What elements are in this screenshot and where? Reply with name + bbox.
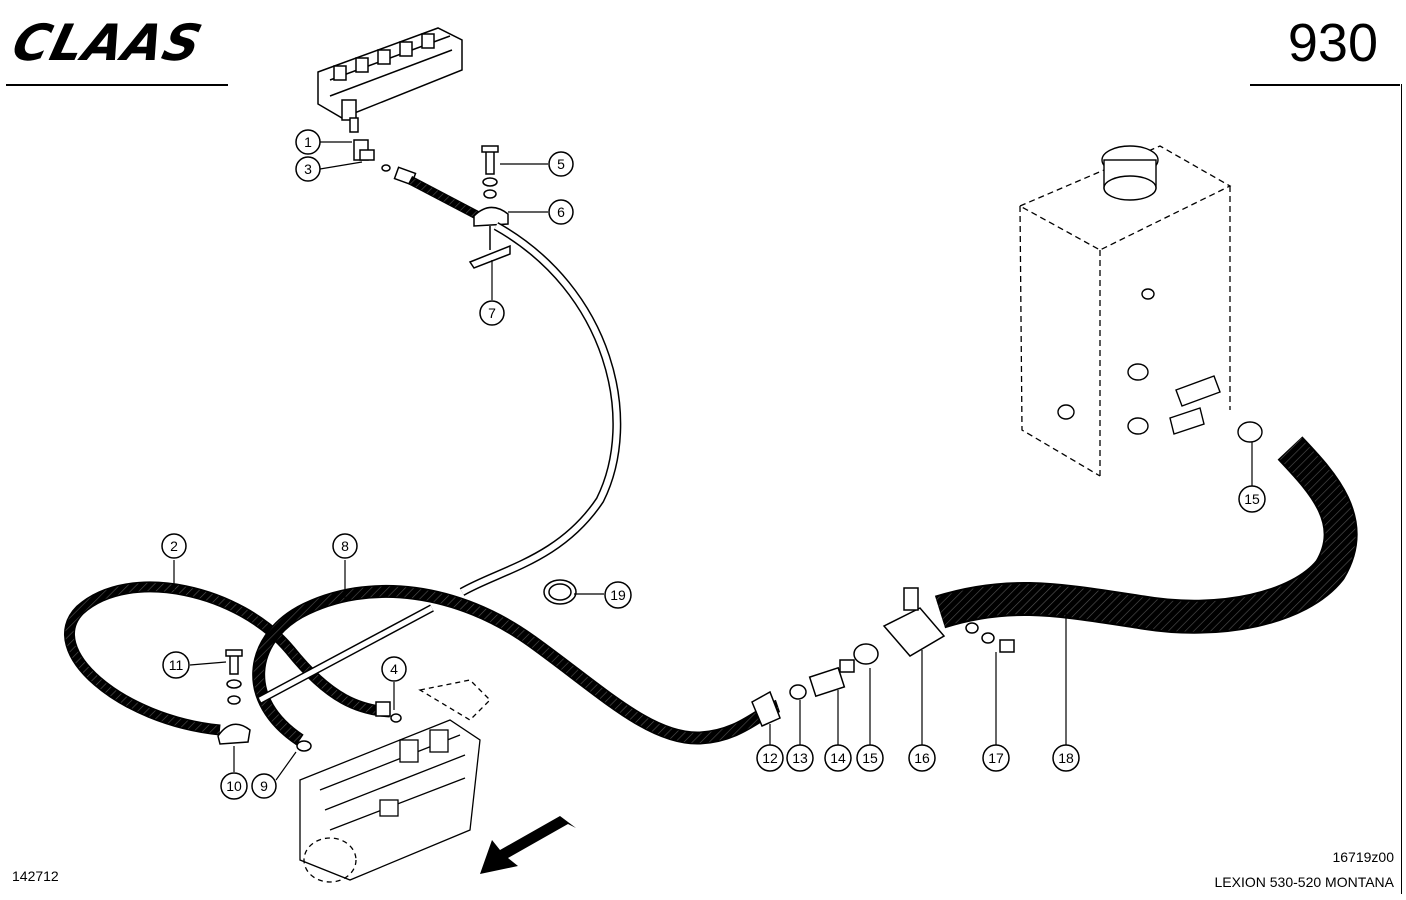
hose-8-lower (252, 585, 781, 746)
header-rule-right (1250, 84, 1400, 86)
callout-17: 17 (982, 744, 1010, 772)
callout-10: 10 (220, 772, 248, 800)
hose-clamp-19 (543, 579, 577, 605)
fittings-row (751, 587, 1015, 727)
tank-details (1057, 145, 1263, 443)
callout-18: 18 (1052, 744, 1080, 772)
svg-text:9: 9 (260, 778, 268, 794)
svg-text:14: 14 (830, 750, 846, 766)
callout-1: 1 (295, 129, 321, 155)
svg-text:13: 13 (792, 750, 808, 766)
callout-14: 14 (824, 744, 852, 772)
control-valve-block-top (317, 27, 463, 133)
svg-text:6: 6 (557, 204, 565, 220)
header-rule-left (6, 84, 228, 86)
callout-4: 4 (381, 656, 407, 682)
control-valve-block-lower (299, 679, 491, 883)
svg-text:11: 11 (169, 657, 184, 673)
callout-19: 19 (604, 581, 632, 609)
svg-text:15: 15 (1244, 491, 1260, 507)
callout-13: 13 (786, 744, 814, 772)
clamp-assembly-upper (468, 145, 511, 269)
callout-8: 8 (332, 533, 358, 559)
direction-arrow (480, 816, 576, 874)
svg-text:18: 18 (1058, 750, 1074, 766)
drawing-reference: 16719z00 (1332, 849, 1394, 865)
callout-2: 2 (161, 533, 187, 559)
svg-text:7: 7 (488, 305, 496, 321)
svg-text:3: 3 (304, 161, 312, 177)
suction-hose-18 (934, 436, 1358, 634)
svg-text:12: 12 (762, 750, 778, 766)
page-number: 930 (1287, 13, 1378, 73)
svg-text:19: 19 (610, 587, 626, 603)
svg-text:8: 8 (341, 538, 349, 554)
callout-9: 9 (251, 773, 277, 799)
image-code: 142712 (12, 868, 59, 884)
leader-lines (173, 141, 1253, 781)
pipe-crossing (258, 604, 434, 704)
svg-text:17: 17 (988, 750, 1004, 766)
callout-6: 6 (548, 199, 574, 225)
frame-right-border (1401, 84, 1402, 894)
callout-11: 11 (162, 651, 190, 679)
svg-text:2: 2 (170, 538, 178, 554)
callout-15-lower: 15 (856, 744, 884, 772)
svg-text:4: 4 (390, 661, 398, 677)
callout-12: 12 (756, 744, 784, 772)
clamp-assembly-lower (217, 649, 251, 745)
svg-text:16: 16 (914, 750, 930, 766)
callout-16: 16 (908, 744, 936, 772)
svg-text:1: 1 (304, 134, 312, 150)
machine-model: LEXION 530-520 MONTANA (1214, 874, 1394, 890)
fitting-parts-top (353, 139, 417, 186)
svg-text:15: 15 (862, 750, 878, 766)
callout-15-upper: 15 (1238, 485, 1266, 513)
hose-long-8 (459, 222, 622, 596)
o-rings (296, 701, 402, 752)
callout-7: 7 (479, 300, 505, 326)
callout-3: 3 (295, 156, 321, 182)
hose-loop-2 (64, 581, 391, 736)
callout-5: 5 (548, 151, 574, 177)
svg-text:10: 10 (226, 778, 242, 794)
svg-text:5: 5 (557, 156, 565, 172)
